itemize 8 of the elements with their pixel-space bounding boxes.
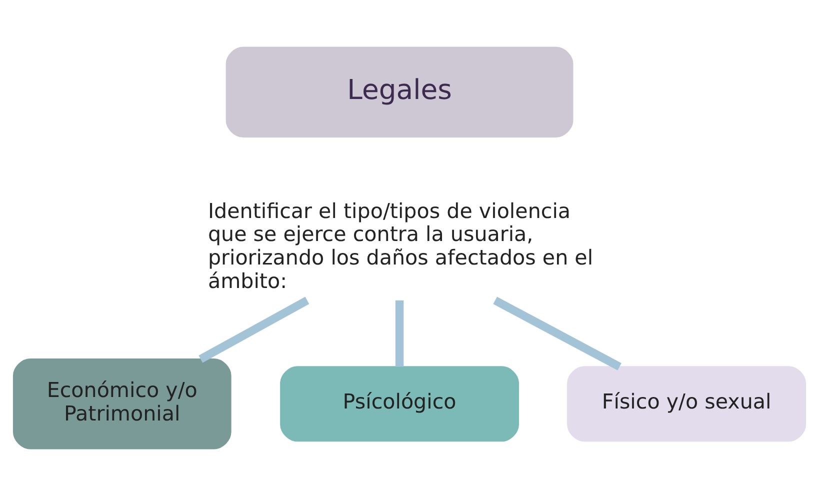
node-text: Identificar el tipo/tipos de violencia que se ejerce contra la usuaria, priorizando los daños afectados en el ámbito: xyxy=(208,198,594,292)
connector xyxy=(395,300,404,366)
node-box: Legales xyxy=(226,46,574,137)
node-box: Psícológico xyxy=(280,366,520,442)
connector xyxy=(198,296,310,362)
node-box: Económico y/o Patrimonial xyxy=(12,358,232,449)
connector xyxy=(493,296,622,370)
node-box: Físico y/o sexual xyxy=(567,366,806,442)
